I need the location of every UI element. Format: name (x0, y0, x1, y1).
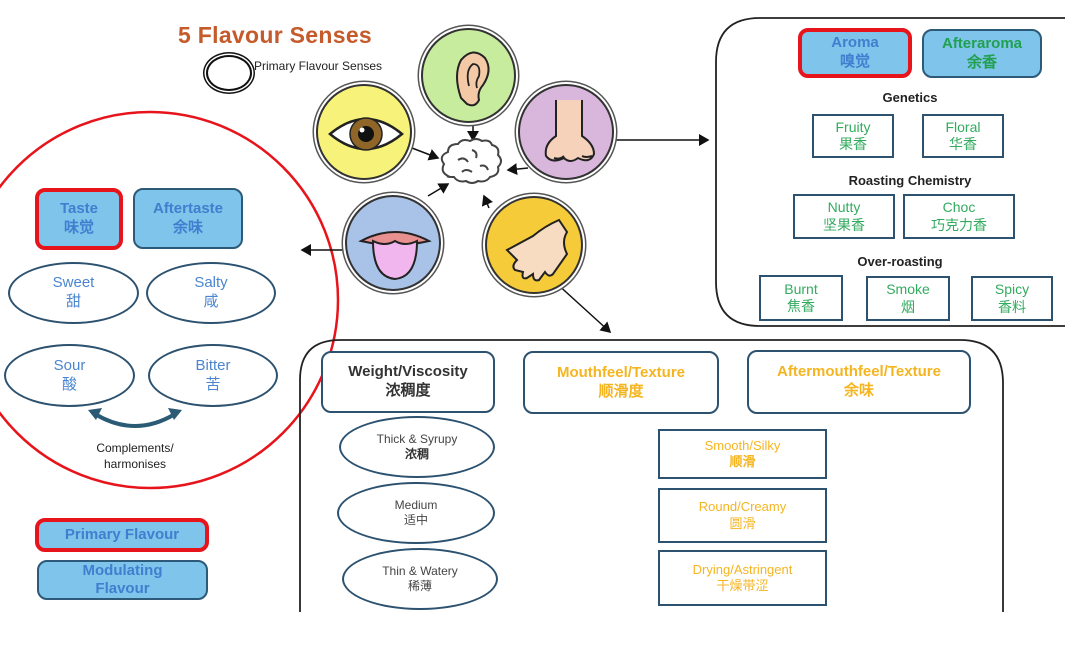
complements-label: Complements/ harmonises (80, 440, 190, 472)
aroma-item-smoke: Smoke 烟 (866, 276, 950, 321)
nutty-en: Nutty (827, 199, 861, 215)
mouthfeel-en: Mouthfeel/Texture (556, 363, 686, 381)
touch-region-outline (299, 339, 1004, 612)
genetics-label: Genetics (882, 90, 938, 105)
aroma-zh: 嗅觉 (839, 53, 870, 70)
aroma-item-burnt: Burnt 焦香 (759, 275, 843, 321)
roasting-chemistry-label: Roasting Chemistry (848, 173, 972, 188)
choc-zh: 巧克力香 (931, 216, 987, 233)
sour-zh: 酸 (61, 375, 77, 393)
eye-sense-icon (316, 84, 412, 180)
aroma-item-choc: Choc 巧克力香 (903, 194, 1015, 239)
afteraroma-box: Afteraroma 余香 (922, 29, 1042, 78)
afteraroma-zh: 余香 (966, 53, 997, 71)
burnt-en: Burnt (784, 280, 818, 297)
smooth-zh: 顺滑 (729, 454, 756, 469)
key-primary-flavour: Primary Flavour (35, 518, 209, 552)
key-modulating-line2: Flavour (95, 580, 150, 597)
viscosity-item-thick: Thick & Syrupy 浓稠 (339, 416, 495, 478)
key-primary-label: Primary Flavour (64, 525, 180, 543)
nutty-zh: 坚果香 (823, 216, 865, 233)
taste-item-salty: Salty 咸 (146, 262, 276, 324)
brain-icon (440, 138, 502, 184)
viscosity-item-thin: Thin & Watery 稀薄 (342, 548, 498, 610)
aroma-item-fruity: Fruity 果香 (812, 114, 894, 158)
bitter-en: Bitter (195, 356, 231, 374)
viscosity-item-medium: Medium 适中 (337, 482, 495, 544)
round-en: Round/Creamy (698, 499, 787, 515)
spicy-en: Spicy (994, 281, 1030, 297)
diagram-title: 5 Flavour Senses (178, 22, 372, 48)
complements-arrow-icon (93, 412, 177, 428)
ear-sense-icon (421, 28, 516, 123)
sweet-zh: 甜 (65, 293, 81, 310)
aroma-region-outline (715, 17, 1065, 327)
taste-zh: 味觉 (63, 219, 94, 236)
taste-item-bitter: Bitter 苦 (148, 344, 278, 407)
weight-en: Weight/Viscosity (348, 363, 468, 381)
choc-en: Choc (942, 199, 976, 215)
nose-sense-icon (518, 84, 614, 180)
floral-en: Floral (945, 118, 981, 135)
smoke-en: Smoke (886, 281, 930, 297)
smooth-en: Smooth/Silky (704, 437, 781, 453)
aftermouthfeel-box: Aftermouthfeel/Texture 余味 (747, 350, 971, 414)
aroma-primary-box: Aroma 嗅觉 (798, 28, 912, 78)
key-modulating-flavour: Modulating Flavour (37, 560, 208, 600)
aftertaste-en: Aftertaste (152, 199, 224, 217)
medium-zh: 适中 (403, 513, 428, 527)
afteraroma-en: Afteraroma (941, 34, 1023, 52)
thin-en: Thin & Watery (382, 564, 458, 578)
aftertaste-box: Aftertaste 余味 (133, 188, 243, 249)
complements-line1: Complements/ (96, 441, 174, 455)
taste-item-sour: Sour 酸 (4, 344, 135, 407)
salty-zh: 咸 (203, 293, 219, 310)
legend-ring-icon (206, 55, 252, 91)
salty-en: Salty (194, 274, 228, 292)
thick-en: Thick & Syrupy (376, 432, 458, 446)
texture-item-round: Round/Creamy 圆滑 (658, 488, 827, 543)
aroma-item-floral: Floral 华香 (922, 114, 1004, 158)
floral-zh: 华香 (949, 136, 977, 152)
hand-sense-icon (485, 196, 583, 294)
aroma-en: Aroma (831, 34, 879, 52)
taste-primary-box: Taste 味觉 (35, 188, 123, 250)
round-zh: 圆滑 (729, 515, 756, 531)
smoke-zh: 烟 (901, 298, 915, 315)
drying-zh: 干燥带涩 (716, 578, 769, 593)
sweet-en: Sweet (52, 274, 95, 292)
fruity-zh: 果香 (839, 136, 867, 152)
sour-en: Sour (53, 356, 86, 374)
legend-label: Primary Flavour Senses (254, 59, 383, 73)
taste-item-sweet: Sweet 甜 (8, 262, 139, 324)
weight-zh: 浓稠度 (385, 382, 431, 399)
aftertaste-zh: 余味 (172, 218, 203, 236)
thick-zh: 浓稠 (404, 447, 429, 461)
taste-region-outline (0, 110, 340, 490)
tongue-sense-icon (345, 195, 441, 291)
mouthfeel-zh: 顺滑度 (598, 382, 644, 400)
medium-en: Medium (394, 498, 438, 512)
aftermouthfeel-zh: 余味 (843, 382, 874, 399)
over-roasting-label: Over-roasting (857, 254, 943, 269)
burnt-zh: 焦香 (787, 298, 815, 314)
aroma-item-nutty: Nutty 坚果香 (793, 194, 895, 239)
aftermouthfeel-en: Aftermouthfeel/Texture (777, 363, 941, 381)
aroma-item-spicy: Spicy 香料 (971, 276, 1053, 321)
thin-zh: 稀薄 (407, 579, 432, 593)
fruity-en: Fruity (835, 118, 871, 135)
mouthfeel-box: Mouthfeel/Texture 顺滑度 (523, 351, 719, 414)
spicy-zh: 香料 (998, 298, 1026, 315)
complements-line2: harmonises (103, 457, 167, 472)
weight-viscosity-box: Weight/Viscosity 浓稠度 (321, 351, 495, 413)
drying-en: Drying/Astringent (692, 561, 793, 577)
texture-item-drying: Drying/Astringent 干燥带涩 (658, 550, 827, 606)
bitter-zh: 苦 (205, 375, 221, 393)
texture-item-smooth: Smooth/Silky 顺滑 (658, 429, 827, 479)
taste-en: Taste (59, 200, 99, 218)
key-modulating-line1: Modulating (82, 562, 163, 579)
